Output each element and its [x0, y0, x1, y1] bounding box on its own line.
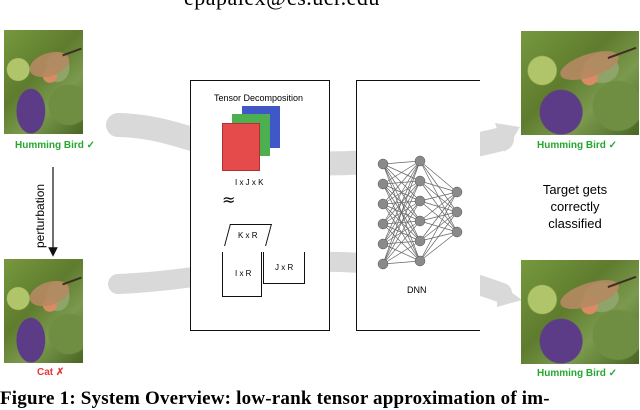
- header-text: epapalex@cs.ucr.edu: [184, 0, 380, 11]
- left-top-image: [4, 30, 83, 134]
- left-top-caption: Humming Bird ✓: [15, 140, 96, 151]
- hummingbird-beak: [61, 47, 82, 57]
- tensor-red-slice: [222, 123, 260, 171]
- approx-symbol: ≈: [222, 190, 236, 209]
- right-top-caption: Humming Bird ✓: [537, 140, 618, 151]
- figure-caption: Figure 1: System Overview: low-rank tens…: [0, 388, 550, 409]
- perturbation-label: perturbation: [33, 183, 47, 248]
- right-bottom-image: [521, 260, 639, 364]
- tensor-title: Tensor Decomposition: [214, 93, 304, 103]
- i-factor-label: I x R: [235, 269, 252, 278]
- dnn-network: [377, 155, 463, 270]
- lower-gray-arrow-head: [497, 282, 522, 307]
- i-factor-box: [222, 252, 262, 297]
- right-bottom-caption: Humming Bird ✓: [537, 368, 618, 379]
- target-text-line-1: Target gets: [542, 182, 608, 197]
- j-factor-label: J x R: [275, 263, 294, 272]
- k-factor-label: K x R: [238, 231, 258, 240]
- hummingbird-beak: [61, 276, 82, 286]
- dnn-label: DNN: [407, 285, 427, 295]
- left-bottom-caption: Cat ✗: [37, 367, 65, 378]
- left-bottom-image: [4, 259, 83, 363]
- target-text-line-3: classified: [548, 216, 602, 231]
- target-text-line-2: correctly: [550, 199, 600, 214]
- j-factor-box: [263, 252, 305, 284]
- dnn-panel: DNN: [356, 80, 480, 331]
- hummingbird-shape: [556, 273, 623, 315]
- hummingbird-shape: [556, 44, 623, 86]
- upper-gray-arrow-head: [495, 123, 520, 152]
- tensor-decomposition-panel: Tensor Decomposition I x J x K ≈ K x R I…: [190, 80, 330, 331]
- target-correctly-classified-text: Target gets correctly classified: [530, 181, 620, 232]
- right-top-image: [521, 31, 639, 135]
- tensor-dims: I x J x K: [235, 178, 264, 187]
